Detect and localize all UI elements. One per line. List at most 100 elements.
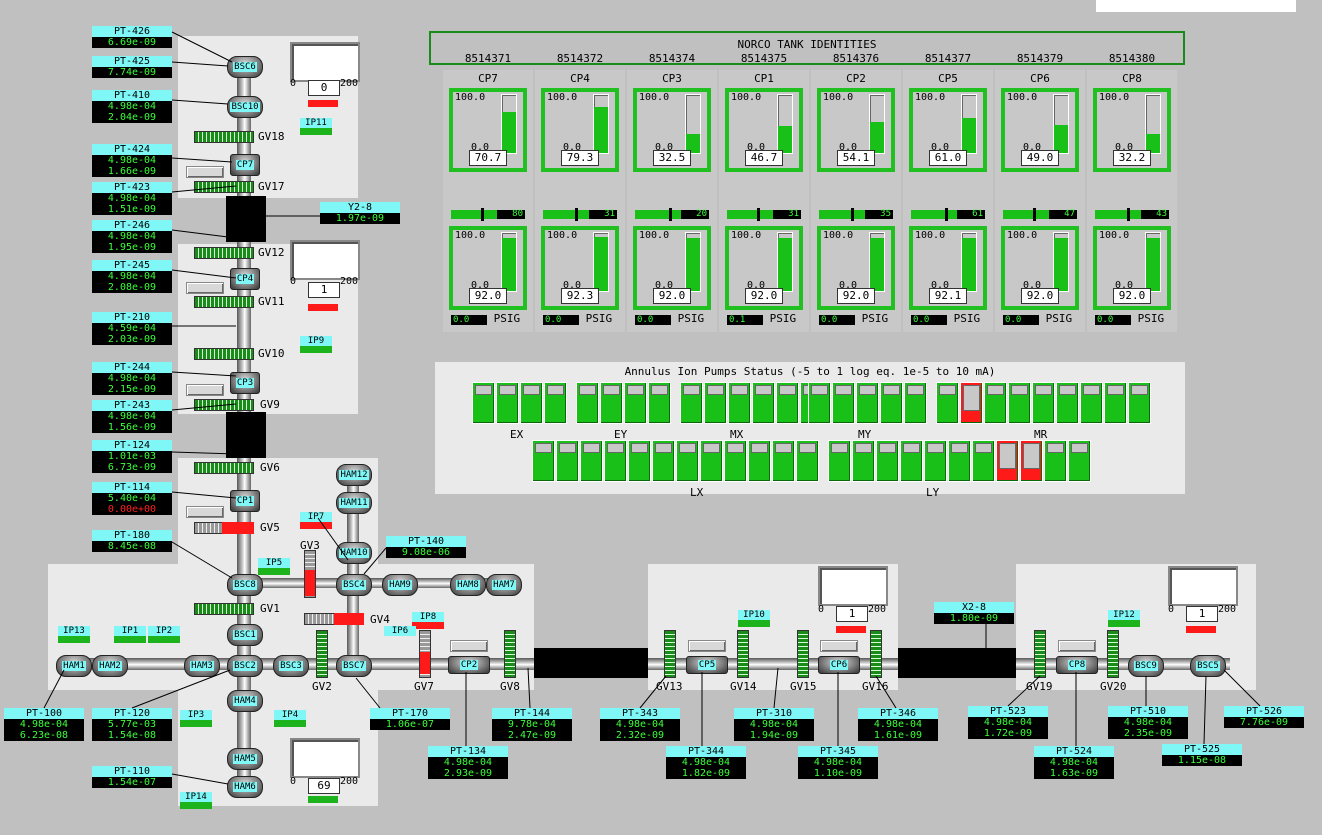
annulus-ion-pump-25[interactable]	[1080, 382, 1103, 424]
annulus-ion-pump-29[interactable]	[556, 440, 579, 482]
chamber-ham1[interactable]: HAM1	[56, 655, 92, 677]
annulus-ion-pump-7[interactable]	[648, 382, 671, 424]
valve-gv19[interactable]	[1034, 630, 1046, 678]
annulus-ion-pump-17[interactable]	[880, 382, 903, 424]
valve-gv8[interactable]	[504, 630, 516, 678]
valve-gv2[interactable]	[316, 630, 328, 678]
chamber-bsc10[interactable]: BSC10	[227, 96, 263, 118]
chamber-bsc3[interactable]: BSC3	[273, 655, 309, 677]
cryopump-cp3[interactable]: CP3	[230, 372, 260, 394]
cryopump-cp8[interactable]: CP8	[1056, 656, 1098, 674]
annulus-ion-pump-37[interactable]	[748, 440, 771, 482]
cryopump-cp6[interactable]: CP6	[818, 656, 860, 674]
ion-pump-ip13[interactable]: IP13	[58, 626, 90, 643]
ion-pump-ip3[interactable]: IP3	[180, 710, 212, 727]
valve-gv20[interactable]	[1107, 630, 1119, 678]
slider-knob[interactable]	[851, 208, 854, 221]
annulus-ion-pump-48[interactable]	[1020, 440, 1043, 482]
ion-pump-ip7[interactable]: IP7	[300, 512, 332, 529]
annulus-ion-pump-21[interactable]	[984, 382, 1007, 424]
annulus-ion-pump-34[interactable]	[676, 440, 699, 482]
annulus-ion-pump-15[interactable]	[832, 382, 855, 424]
annulus-ion-pump-23[interactable]	[1032, 382, 1055, 424]
ion-pump-ip1[interactable]: IP1	[114, 626, 146, 643]
ion-pump-ip8[interactable]: IP8	[412, 612, 444, 629]
valve-gv1[interactable]	[194, 603, 254, 615]
chamber-ham8[interactable]: HAM8	[450, 574, 486, 596]
ion-pump-ip6[interactable]: IP6	[384, 626, 416, 636]
chamber-bsc4[interactable]: BSC4	[336, 574, 372, 596]
annulus-ion-pump-6[interactable]	[624, 382, 647, 424]
annulus-ion-pump-46[interactable]	[972, 440, 995, 482]
valve-gv13[interactable]	[664, 630, 676, 678]
annulus-ion-pump-45[interactable]	[948, 440, 971, 482]
annulus-ion-pump-50[interactable]	[1068, 440, 1091, 482]
cryopump-cp2[interactable]: CP2	[448, 656, 490, 674]
slider-knob[interactable]	[945, 208, 948, 221]
annulus-ion-pump-22[interactable]	[1008, 382, 1031, 424]
annulus-ion-pump-39[interactable]	[796, 440, 819, 482]
chamber-ham10[interactable]: HAM10	[336, 542, 372, 564]
annulus-ion-pump-31[interactable]	[604, 440, 627, 482]
chamber-ham5[interactable]: HAM5	[227, 748, 263, 770]
annulus-ion-pump-12[interactable]	[776, 382, 799, 424]
cp8-control-button[interactable]	[1058, 640, 1096, 652]
annulus-ion-pump-32[interactable]	[628, 440, 651, 482]
cp1-control-button[interactable]	[186, 506, 224, 518]
annulus-ion-pump-40[interactable]	[828, 440, 851, 482]
cryopump-cp5[interactable]: CP5	[686, 656, 728, 674]
annulus-ion-pump-33[interactable]	[652, 440, 675, 482]
annulus-ion-pump-2[interactable]	[520, 382, 543, 424]
ion-pump-ip10[interactable]: IP10	[738, 610, 770, 627]
annulus-ion-pump-28[interactable]	[532, 440, 555, 482]
valve-gv11[interactable]	[194, 296, 254, 308]
annulus-ion-pump-4[interactable]	[576, 382, 599, 424]
annulus-ion-pump-18[interactable]	[904, 382, 927, 424]
chamber-bsc7[interactable]: BSC7	[336, 655, 372, 677]
cp4-control-button[interactable]	[186, 282, 224, 294]
chamber-ham2[interactable]: HAM2	[92, 655, 128, 677]
annulus-ion-pump-19[interactable]	[936, 382, 959, 424]
chamber-bsc6[interactable]: BSC6	[227, 56, 263, 78]
chamber-ham11[interactable]: HAM11	[336, 492, 372, 514]
annulus-ion-pump-49[interactable]	[1044, 440, 1067, 482]
ion-pump-ip5[interactable]: IP5	[258, 558, 290, 575]
annulus-ion-pump-3[interactable]	[544, 382, 567, 424]
cp6-control-button[interactable]	[820, 640, 858, 652]
tank-setpoint-slider[interactable]: 80	[451, 208, 525, 221]
annulus-ion-pump-9[interactable]	[704, 382, 727, 424]
tank-setpoint-slider[interactable]: 47	[1003, 208, 1077, 221]
valve-gv14[interactable]	[737, 630, 749, 678]
chamber-ham3[interactable]: HAM3	[184, 655, 220, 677]
ion-pump-ip11[interactable]: IP11	[300, 118, 332, 135]
annulus-ion-pump-43[interactable]	[900, 440, 923, 482]
ion-pump-ip4[interactable]: IP4	[274, 710, 306, 727]
annulus-ion-pump-1[interactable]	[496, 382, 519, 424]
annulus-ion-pump-16[interactable]	[856, 382, 879, 424]
tank-setpoint-slider[interactable]: 43	[1095, 208, 1169, 221]
annulus-ion-pump-35[interactable]	[700, 440, 723, 482]
annulus-ion-pump-11[interactable]	[752, 382, 775, 424]
annulus-ion-pump-38[interactable]	[772, 440, 795, 482]
annulus-ion-pump-26[interactable]	[1104, 382, 1127, 424]
valve-gv18[interactable]	[194, 131, 254, 143]
cp3-control-button[interactable]	[186, 384, 224, 396]
tank-setpoint-slider[interactable]: 35	[819, 208, 893, 221]
